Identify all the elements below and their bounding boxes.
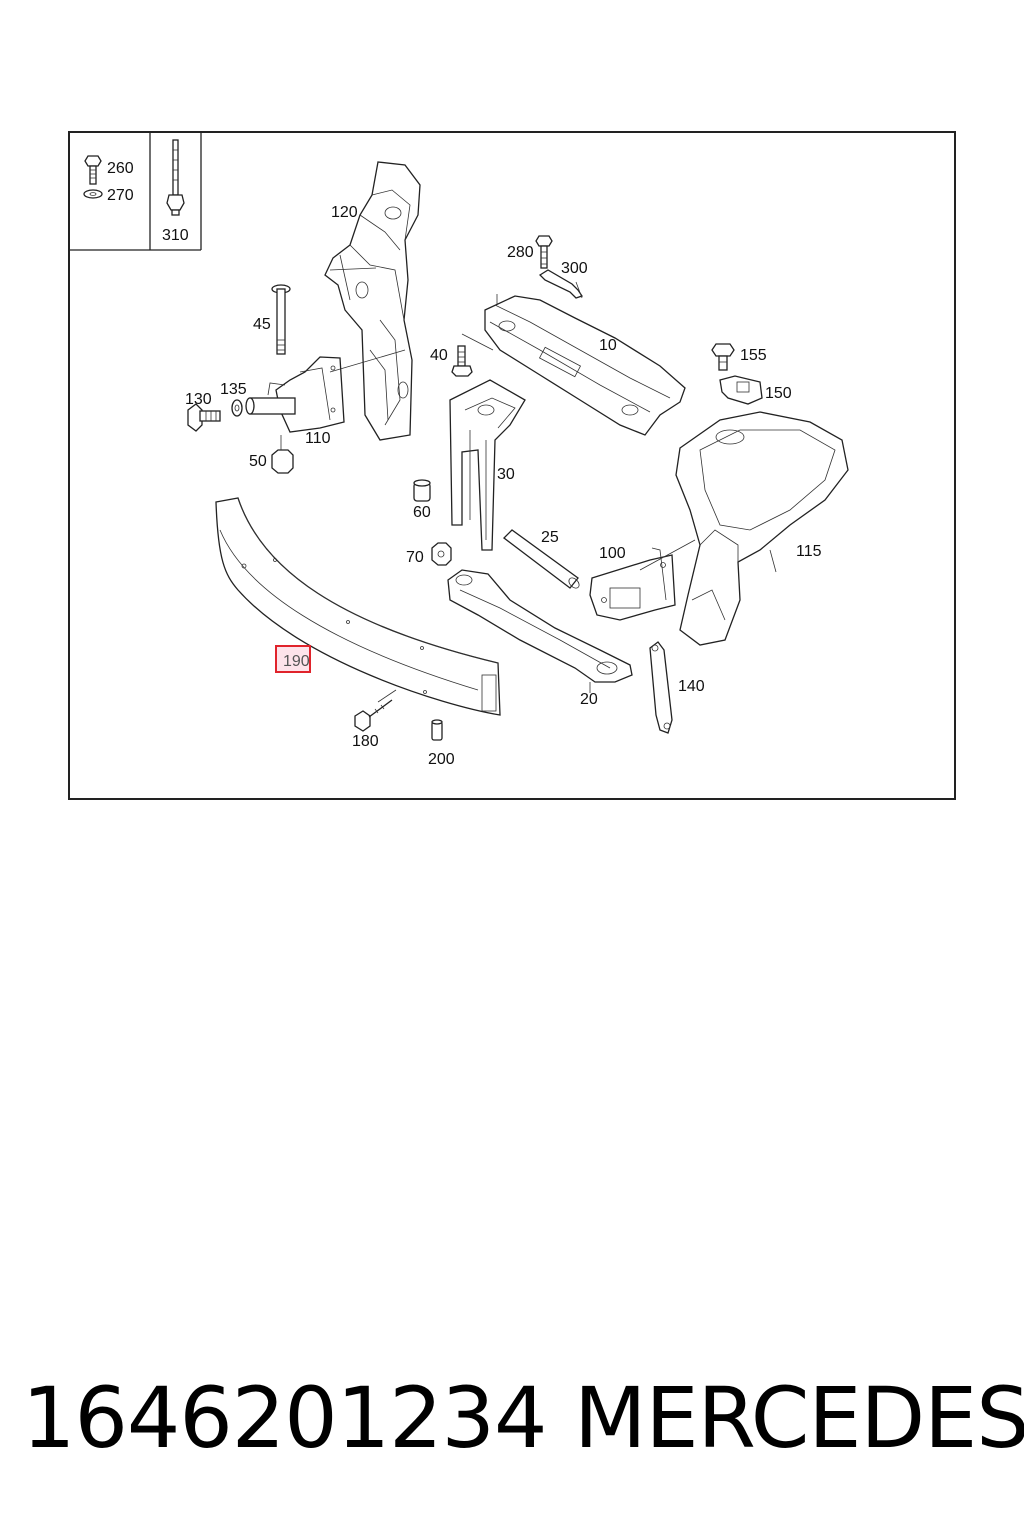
part-190-bumper-bar xyxy=(215,497,501,716)
part-25-tube xyxy=(503,529,580,589)
diagram-frame xyxy=(68,131,956,800)
label-140: 140 xyxy=(678,678,705,695)
label-100: 100 xyxy=(599,545,626,562)
label-25: 25 xyxy=(541,529,559,546)
washer-icon xyxy=(83,189,103,199)
label-310: 310 xyxy=(162,227,189,244)
part-135-washer xyxy=(231,399,243,417)
label-280: 280 xyxy=(507,244,534,261)
part-45-bolt xyxy=(271,284,291,355)
label-40: 40 xyxy=(430,347,448,364)
part-110-crash-box xyxy=(245,349,406,433)
part-130-bolt xyxy=(187,403,221,432)
brand-name: MERCEDES xyxy=(574,1369,1024,1467)
part-60-sleeve xyxy=(413,479,431,502)
part-30-vertical-support xyxy=(449,379,526,551)
part-10-upper-crossmember xyxy=(484,294,686,436)
label-300: 300 xyxy=(561,260,588,277)
label-115: 115 xyxy=(796,543,822,560)
label-30: 30 xyxy=(497,466,515,483)
label-60: 60 xyxy=(413,504,431,521)
label-260: 260 xyxy=(107,160,134,177)
highlight-190-box[interactable] xyxy=(275,645,311,673)
part-20-lower-crossmember xyxy=(447,569,633,693)
label-270: 270 xyxy=(107,187,134,204)
label-20: 20 xyxy=(580,691,598,708)
label-180: 180 xyxy=(352,733,379,750)
part-150-bracket xyxy=(719,375,763,405)
long-bolt-icon xyxy=(166,139,185,216)
bolt-icon xyxy=(84,155,102,185)
part-200-sleeve xyxy=(431,719,443,741)
label-120: 120 xyxy=(331,204,358,221)
label-190: 190 xyxy=(283,653,310,670)
part-140-tie-bar xyxy=(649,641,673,734)
part-120-side-member xyxy=(324,161,421,441)
label-200: 200 xyxy=(428,751,455,768)
part-100-crash-box xyxy=(589,539,696,621)
part-280-bolt xyxy=(535,235,553,269)
part-40-bolt xyxy=(451,333,494,377)
label-130: 130 xyxy=(185,391,212,408)
label-50: 50 xyxy=(249,453,267,470)
part-115-side-member xyxy=(675,411,849,646)
legend-inset: 260 270 310 xyxy=(69,132,202,251)
part-50-nut xyxy=(271,435,294,474)
label-110: 110 xyxy=(305,430,331,447)
part-number: 1646201234 xyxy=(22,1369,547,1467)
footer-caption: 1646201234 MERCEDES xyxy=(0,1368,1024,1478)
part-155-bolt xyxy=(711,343,735,371)
label-155: 155 xyxy=(740,347,767,364)
part-70-nut xyxy=(431,542,452,566)
label-150: 150 xyxy=(765,385,792,402)
label-10: 10 xyxy=(599,337,617,354)
part-300-clip xyxy=(538,269,584,299)
label-70: 70 xyxy=(406,549,424,566)
part-180-bolt xyxy=(354,699,393,732)
label-135: 135 xyxy=(220,381,247,398)
label-45: 45 xyxy=(253,316,271,333)
